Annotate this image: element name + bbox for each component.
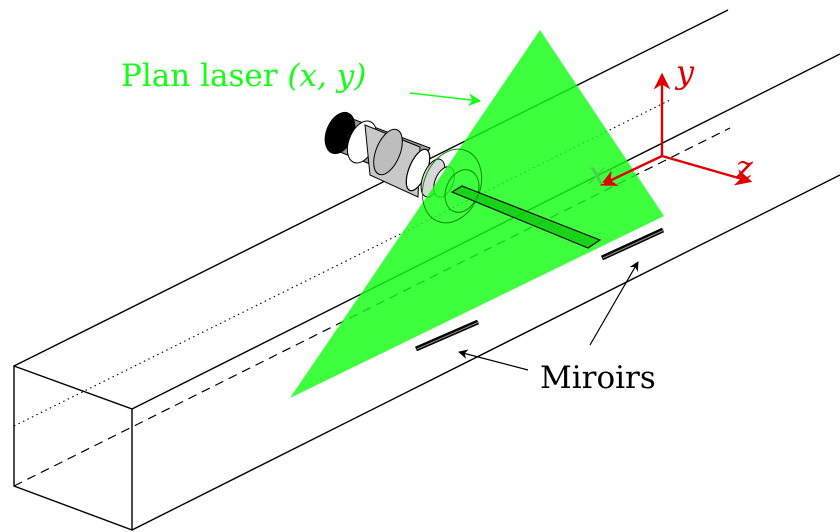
axis-z-label: z (735, 148, 754, 186)
coordinate-axes: y z x (588, 53, 754, 192)
axis-x-label: x (588, 154, 606, 192)
camera-band-dark (373, 128, 403, 176)
laser-plane-label-text: Plan laser (121, 58, 287, 94)
channel-front-face (13, 364, 133, 532)
mirror-left-shadow (416, 321, 480, 350)
mirror-arrow-right (589, 261, 639, 346)
axis-y-label: y (674, 53, 695, 91)
channel-top-left-edge (13, 9, 729, 367)
laser-plane-label-coords: (x, y) (287, 58, 366, 94)
mirror-right-shadow (602, 229, 665, 259)
laser-plane-arrow (409, 92, 482, 107)
mirrors-label: Miroirs (540, 360, 656, 396)
axis-z-arrow (661, 154, 753, 186)
measurement-window (450, 185, 602, 249)
axis-x-arrow (599, 154, 663, 186)
laser-plane-label: Plan laser (x, y) (121, 58, 366, 94)
mirror-arrow-left (458, 349, 529, 371)
channel-bottom-right-edge (131, 174, 840, 531)
laser-plane (290, 30, 664, 398)
